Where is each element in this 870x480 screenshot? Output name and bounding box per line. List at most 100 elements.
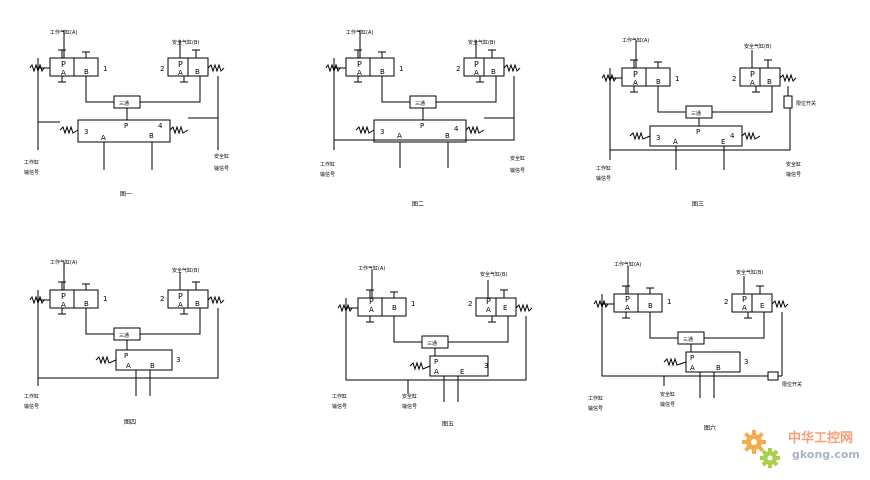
port-e: E [760,302,764,310]
valve-number: 2 [732,75,736,83]
port-b: B [445,132,450,140]
port-p: P [124,352,128,360]
port-p: P [750,70,755,79]
site-url: gkong.com [792,448,860,461]
port-b: B [392,304,397,312]
work-cylinder-label: 工作气缸(A) [614,261,641,268]
limit-switch-label: 限位开关 [782,381,802,388]
right-signal-label: 安全缸 [786,161,801,168]
port-b: B [195,300,200,308]
diagram-2 [325,29,521,168]
port-e: E [503,304,507,312]
port-a: A [486,306,491,314]
main-valve-number: 4 [158,122,163,130]
left-signal-label: 工作缸 [320,161,335,168]
safety-cylinder-label: 安全气缸(B) [480,271,507,278]
diagram-4 [29,261,225,396]
port-a: A [633,79,638,87]
port-p: P [178,60,183,69]
safety-cylinder-label: 安全气缸(B) [736,269,763,276]
port-a: A [673,138,678,146]
port-a: A [397,132,402,140]
three-way-label: 三通 [119,100,129,107]
main-valve [115,349,173,371]
work-cylinder-label: 工作气缸(A) [622,37,649,44]
left-signal-label: 输信号 [24,169,39,176]
port-a: A [750,79,755,87]
port-b: B [150,362,155,370]
figure-caption: 图五 [442,421,454,428]
port-p: P [434,358,438,366]
port-p: P [124,122,128,130]
diagram-4-labels: 工作气缸(A) 安全气缸(B) P A B 1 2 P A B 三通 P 3 A… [24,259,200,426]
port-p: P [633,70,638,79]
mid-signal-label: 安全缸 [660,391,675,398]
port-a: A [178,301,183,309]
port-p: P [61,292,66,301]
port-a: A [126,362,131,370]
port-e: E [721,138,725,146]
port-p: P [420,122,424,130]
port-p: P [486,297,491,306]
port-a: A [690,364,695,372]
figure-caption: 图三 [692,201,704,208]
port-a: A [178,69,183,77]
limit-switch-label: 限位开关 [796,100,816,107]
diagram-6-labels: 工作气缸(A) 安全气缸(B) P A B 1 2 P A E 三通 P 3 A… [588,261,802,432]
left-signal-label: 工作缸 [596,165,611,172]
main-valve-number: 3 [656,134,660,142]
port-p: P [61,60,66,69]
port-p: P [690,354,694,362]
port-b: B [716,364,721,372]
work-cylinder-label: 工作气缸(A) [50,29,77,36]
work-cylinder-label: 工作气缸(A) [346,29,373,36]
figure-caption: 图一 [120,191,132,198]
main-valve-number: 3 [84,128,88,136]
left-signal-label: 输信号 [24,403,39,410]
mid-signal-label: 输信号 [660,401,675,408]
limit-switch [767,371,779,381]
diagram-1-labels: 工作气缸(A) 安全气缸(B) P A B 1 2 P A B 三通 P 3 4… [24,29,229,198]
diagram-5-labels: 工作气缸(A) 安全气缸(B) P A B 1 2 P A E 三通 P 3 A… [332,265,507,428]
port-a: A [742,304,747,312]
port-b: B [767,78,772,86]
three-way-label: 三通 [427,340,437,347]
port-b: B [380,68,385,76]
valve-number: 1 [103,295,107,303]
three-way-label: 三通 [691,110,701,117]
figure-caption: 图二 [412,201,424,208]
main-valve-number: 3 [176,356,180,364]
right-signal-label: 输信号 [214,165,229,172]
work-cylinder-label: 工作气缸(A) [358,265,385,272]
safety-cylinder-label: 安全气缸(B) [172,267,199,274]
figure-caption: 图四 [124,419,136,426]
left-signal-label: 工作缸 [332,393,347,400]
work-cylinder-label: 工作气缸(A) [50,259,77,266]
three-way-label: 三通 [683,336,693,343]
main-valve-number: 3 [484,362,488,370]
port-e: E [460,368,464,376]
main-valve-number: 3 [380,128,384,136]
port-b: B [656,78,661,86]
left-signal-label: 输信号 [596,175,611,182]
main-valve-number: 4 [730,132,735,140]
diagram-2-labels: 工作气缸(A) 安全气缸(B) P A B 1 2 P A B 三通 P 3 4… [320,29,525,208]
port-b: B [648,302,653,310]
figure-caption: 图六 [704,424,716,432]
valve-number: 2 [160,65,164,73]
limit-switch [783,95,793,109]
valve-number: 2 [456,65,460,73]
safety-cylinder-label: 安全气缸(B) [172,39,199,46]
left-signal-label: 输信号 [588,405,603,412]
left-signal-label: 工作缸 [24,393,39,400]
main-valve [77,119,171,143]
port-a: A [369,306,374,314]
valve-number: 2 [468,300,472,308]
mid-signal-label: 安全缸 [402,393,417,400]
left-signal-label: 工作缸 [24,159,39,166]
diagram-1 [29,29,225,170]
port-b: B [195,68,200,76]
port-p: P [474,60,479,69]
port-p: P [357,60,362,69]
